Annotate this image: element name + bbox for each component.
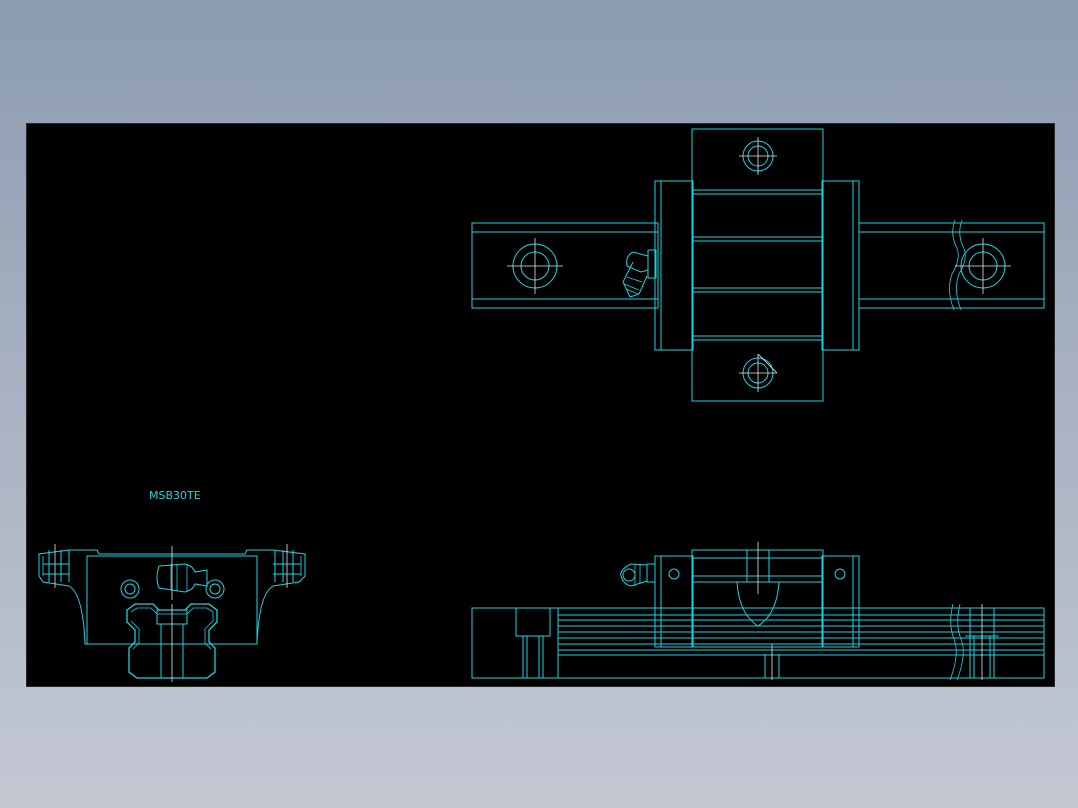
rail-hole-left (507, 238, 563, 294)
carriage-bolt-hole-top (739, 137, 777, 175)
rail-hole-right (955, 238, 1011, 294)
rail-cross-section (126, 603, 218, 682)
rail-elevation (471, 603, 1045, 681)
part-label: MSB30TE (149, 489, 201, 502)
grease-nipple-plan (622, 249, 657, 298)
grease-nipple-elevation (620, 563, 656, 587)
top-view (471, 128, 1045, 402)
front-view (471, 542, 1045, 681)
side-view: MSB30TE (38, 489, 306, 682)
end-seal-elevation (654, 555, 860, 648)
cad-drawing-canvas[interactable]: MSB30TE (26, 123, 1055, 687)
carriage-plan (691, 128, 824, 402)
end-seal-plan (654, 180, 860, 351)
rail-plan (471, 219, 1045, 311)
carriage-elevation (691, 542, 824, 648)
carriage-bolt-hole-bottom (739, 353, 778, 392)
